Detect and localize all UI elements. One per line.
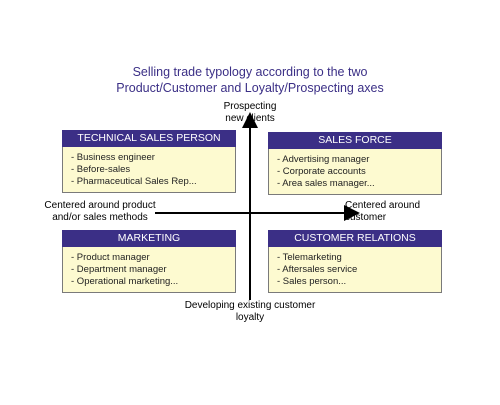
axis-right-line-2: customer (345, 212, 387, 223)
quadrant-marketing: MARKETING - Product manager - Department… (62, 230, 236, 293)
quadrant-sales-force: SALES FORCE - Advertising manager - Corp… (268, 132, 442, 195)
axis-label-right: Centered around customer (345, 200, 455, 224)
axis-left-line-1: Centered around product (44, 200, 156, 211)
quadrant-item: - Sales person... (277, 276, 347, 287)
quadrant-header: MARKETING (62, 230, 236, 247)
quadrant-item: - Product manager (71, 252, 150, 263)
quadrant-body: - Telemarketing - Aftersales service - S… (268, 247, 442, 293)
quadrant-item: - Before-sales (71, 164, 131, 175)
quadrant-item: - Business engineer (71, 152, 155, 163)
title-line-2: Product/Customer and Loyalty/Prospecting… (116, 81, 384, 95)
axis-label-bottom: Developing existing customer loyalty (150, 300, 350, 324)
axis-left-line-2: and/or sales methods (52, 212, 148, 223)
quadrant-header: TECHNICAL SALES PERSON (62, 130, 236, 147)
quadrant-technical-sales-person: TECHNICAL SALES PERSON - Business engine… (62, 130, 236, 193)
quadrant-item: - Corporate accounts (277, 166, 366, 177)
quadrant-body: - Advertising manager - Corporate accoun… (268, 149, 442, 195)
quadrant-body: - Business engineer - Before-sales - Pha… (62, 147, 236, 193)
axis-label-top: Prospecting new clients (200, 101, 300, 125)
title-line-1: Selling trade typology according to the … (132, 65, 368, 79)
quadrant-item: - Department manager (71, 264, 167, 275)
diagram-title: Selling trade typology according to the … (0, 64, 500, 96)
axis-label-left: Centered around product and/or sales met… (40, 200, 160, 224)
axis-bottom-line-2: loyalty (235, 312, 265, 323)
quadrant-header: SALES FORCE (268, 132, 442, 149)
quadrant-item: - Operational marketing... (71, 276, 179, 287)
quadrant-customer-relations: CUSTOMER RELATIONS - Telemarketing - Aft… (268, 230, 442, 293)
quadrant-header: CUSTOMER RELATIONS (268, 230, 442, 247)
quadrant-item: - Advertising manager (277, 154, 370, 165)
axis-top-line-1: Prospecting (223, 101, 277, 112)
quadrant-item: - Area sales manager... (277, 178, 375, 189)
quadrant-item: - Pharmaceutical Sales Rep... (71, 176, 197, 187)
quadrant-body: - Product manager - Department manager -… (62, 247, 236, 293)
axis-right-line-1: Centered around (345, 200, 421, 211)
quadrant-item: - Telemarketing (277, 252, 342, 263)
quadrant-item: - Aftersales service (277, 264, 358, 275)
axis-bottom-line-1: Developing existing customer (184, 300, 316, 311)
axis-top-line-2: new clients (225, 113, 275, 124)
